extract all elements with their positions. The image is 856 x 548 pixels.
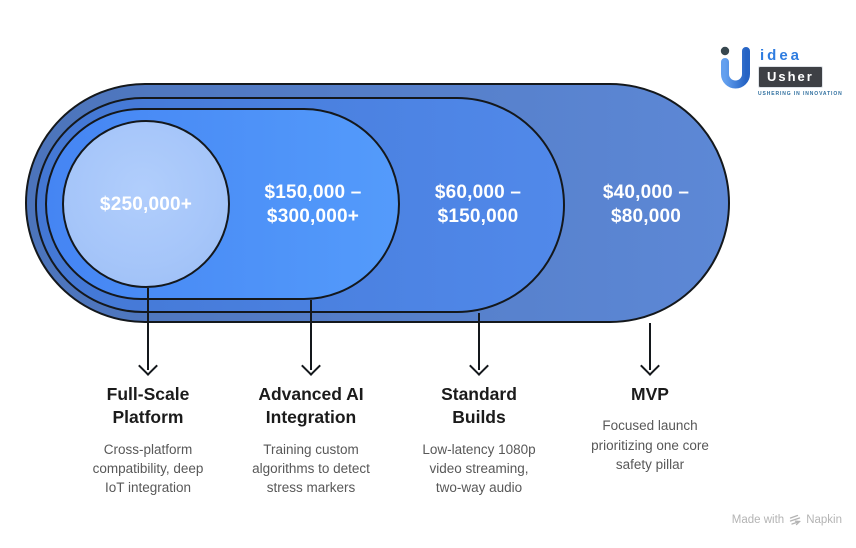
logo-text-block: idea Usher USHERING IN INNOVATION [758, 44, 843, 97]
idea-usher-logo: idea Usher USHERING IN INNOVATION [716, 44, 843, 97]
price-label-standard-builds: $60,000 – $150,000 [434, 181, 522, 227]
arrow-head-icon [301, 356, 321, 376]
napkin-logo-icon [789, 514, 802, 526]
made-with-napkin-attribution: Made with Napkin [732, 514, 842, 526]
tier-description: Cross-platform compatibility, deep IoT i… [92, 441, 204, 496]
tier-shape-full-scale-platform [62, 120, 230, 288]
label-column-full-scale-platform: Full-Scale Platform Cross-platform compa… [58, 383, 238, 497]
arrow-shaft [310, 300, 312, 370]
idea-usher-monogram-icon [720, 46, 750, 89]
arrow-shaft [649, 323, 651, 370]
arrow-full-scale-platform [138, 288, 158, 376]
arrow-head-icon [138, 356, 158, 376]
arrow-head-icon [640, 356, 660, 376]
arrow-shaft [478, 313, 480, 370]
logo-wordmark-idea: idea [760, 47, 803, 64]
tier-heading: Full-Scale Platform [106, 384, 190, 428]
price-label-mvp: $40,000 – $80,000 [602, 181, 690, 227]
price-label-full-scale-platform: $250,000+ [99, 193, 193, 215]
price-label-advanced-ai: $150,000 – $300,000+ [264, 181, 362, 227]
tier-description: Training custom algorithms to detect str… [252, 441, 370, 496]
label-column-mvp: MVP Focused launch prioritizing one core… [560, 383, 740, 474]
tier-description: Low-latency 1080p video streaming, two-w… [422, 441, 536, 496]
arrow-head-icon [469, 356, 489, 376]
logo-wordmark-usher: Usher [758, 66, 823, 88]
arrow-mvp [640, 323, 660, 376]
arrow-advanced-ai [301, 300, 321, 376]
tier-heading: Advanced AI Integration [258, 384, 364, 428]
napkin-brand-text: Napkin [806, 514, 842, 526]
tier-heading: MVP [631, 384, 669, 404]
label-column-standard-builds: Standard Builds Low-latency 1080p video … [389, 383, 569, 497]
arrow-standard-builds [469, 313, 489, 376]
made-with-text: Made with [731, 514, 785, 526]
tier-description: Focused launch prioritizing one core saf… [591, 418, 709, 472]
logo-tagline: USHERING IN INNOVATION [758, 91, 843, 97]
label-column-advanced-ai: Advanced AI Integration Training custom … [221, 383, 401, 497]
tier-heading: Standard Builds [441, 384, 517, 428]
arrow-shaft [147, 288, 149, 370]
